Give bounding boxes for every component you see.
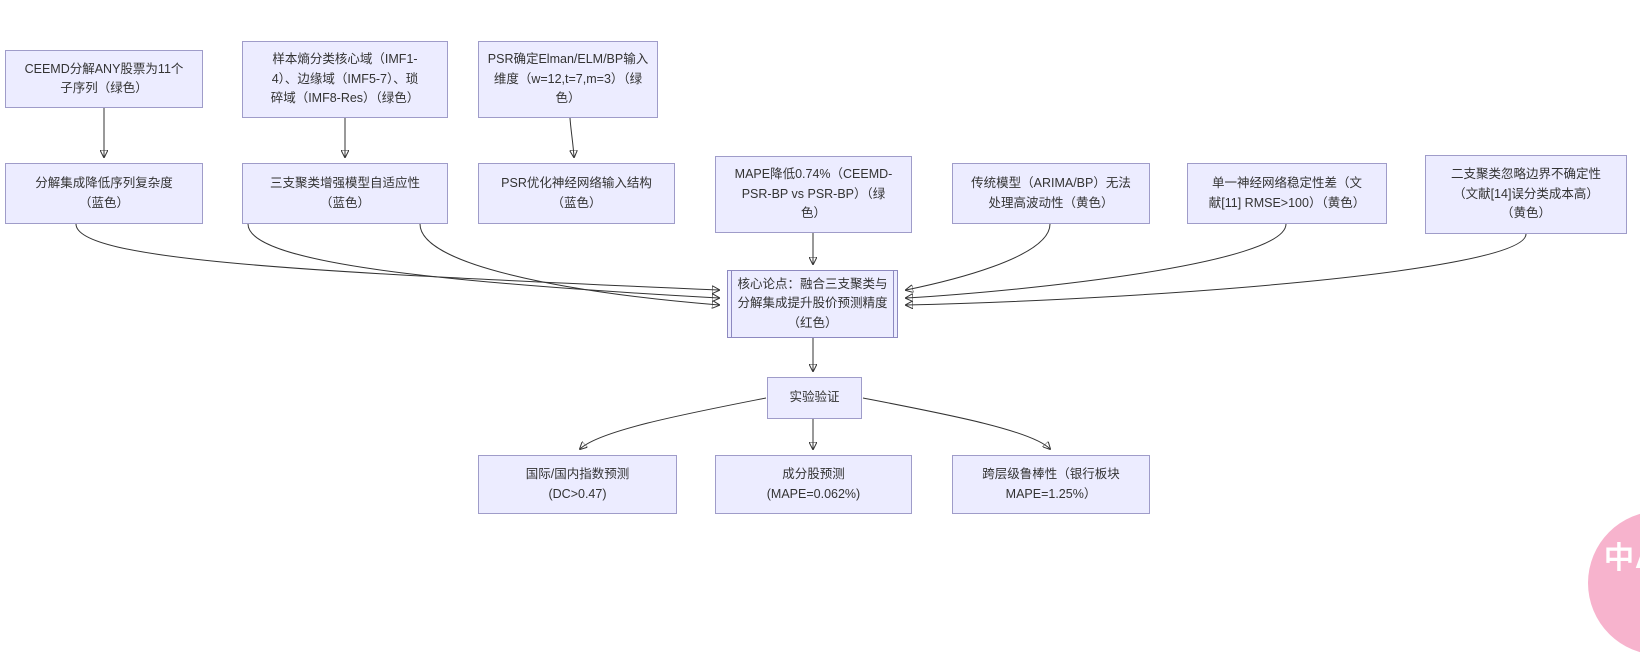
edges-layer	[75, 108, 1527, 574]
node-two-way-boundary: 二支聚类忽略边界不确定性 （文献[14]误分类成本高） （黄色）	[1425, 155, 1627, 234]
node-ceemd-decompose: CEEMD分解ANY股票为11个 子序列（绿色）	[5, 50, 203, 108]
node-psr-structure: PSR优化神经网络输入结构 （蓝色）	[478, 163, 675, 224]
edge-psrdim-to-structure	[569, 117, 574, 157]
translate-icon: 中A	[1604, 542, 1640, 575]
node-mape-reduce: MAPE降低0.74%（CEEMD- PSR-BP vs PSR-BP）（绿 色…	[715, 156, 912, 233]
node-single-nn-unstable: 单一神经网络稳定性差（文 献[11] RMSE>100）（黄色）	[1187, 163, 1387, 224]
edge-adaptive-to-core	[247, 223, 719, 298]
node-index-prediction: 国际/国内指数预测 (DC>0.47)	[478, 455, 677, 514]
edge-traditional-to-core	[906, 223, 1051, 290]
node-three-way-adaptive: 三支聚类增强模型自适应性 （蓝色）	[242, 163, 448, 224]
node-psr-dimension: PSR确定Elman/ELM/BP输入 维度（w=12,t=7,m=3）（绿 色…	[478, 41, 658, 118]
node-decompose-complexity: 分解集成降低序列复杂度 （蓝色）	[5, 163, 203, 224]
node-traditional-limit: 传统模型（ARIMA/BP）无法 处理高波动性（黄色）	[952, 163, 1150, 224]
edge-experiment-to-index	[580, 397, 767, 449]
edge-singlenn-to-core	[906, 223, 1287, 298]
flowchart-canvas: CEEMD分解ANY股票为11个 子序列（绿色） 样本熵分类核心域（IMF1- …	[5, 41, 1640, 655]
edge-complexity-to-core	[75, 223, 719, 290]
edge-structure-to-core	[419, 223, 719, 305]
node-core-thesis: 核心论点：融合三支聚类与 分解集成提升股价预测精度 （红色）	[727, 270, 898, 338]
edge-twoway-to-core	[906, 233, 1527, 305]
edge-experiment-to-robustness	[862, 397, 1050, 449]
node-robustness: 跨层级鲁棒性（银行板块 MAPE=1.25%）	[952, 455, 1150, 514]
node-stock-prediction: 成分股预测 (MAPE=0.062%)	[715, 455, 912, 514]
node-experiment: 实验验证	[767, 377, 862, 419]
node-sample-entropy: 样本熵分类核心域（IMF1- 4）、边缘域（IMF5-7）、琐 碎域（IMF8-…	[242, 41, 448, 118]
